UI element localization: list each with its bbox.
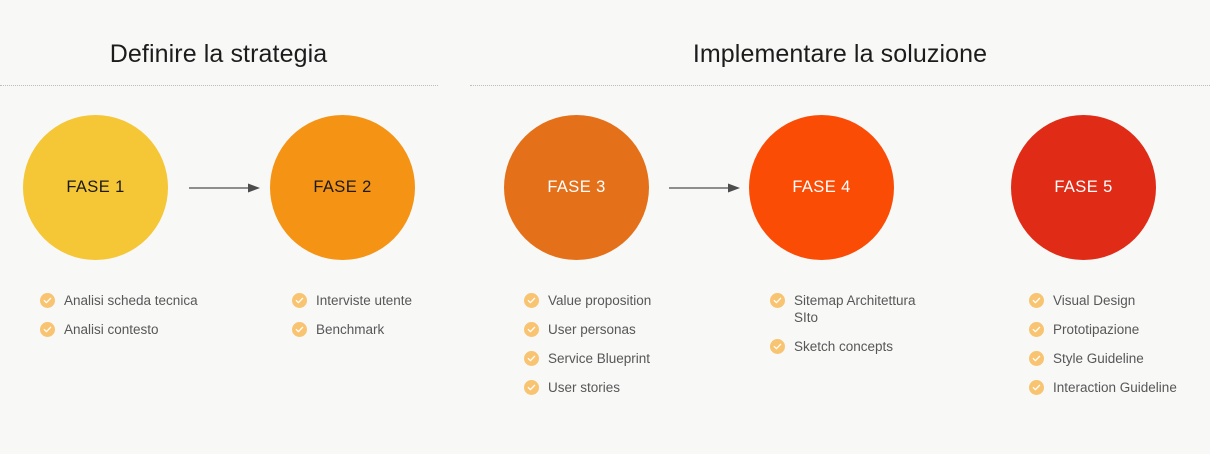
task-item: Analisi contesto [40,321,255,338]
check-icon [524,293,539,308]
task-item: User stories [524,379,739,396]
task-label: Prototipazione [1053,322,1140,337]
check-icon [292,322,307,337]
section-divider-right [470,85,1210,87]
section-title-define-strategy: Definire la strategia [109,40,328,68]
check-icon [1029,380,1044,395]
task-label: Interviste utente [316,293,413,308]
phase-circle-label: FASE 2 [313,178,372,196]
check-icon [40,293,55,308]
phase-circle-fase-2[interactable]: FASE 2 [270,115,415,260]
check-icon [770,293,785,308]
phase-circle-label: FASE 4 [792,178,851,196]
task-item: Prototipazione [1029,321,1210,338]
task-label: Analisi contesto [64,322,159,337]
section-divider-left [0,85,438,87]
task-label: Visual Design [1053,293,1136,308]
phase-circle-label: FASE 5 [1054,178,1113,196]
task-item: Sitemap Architettura SIto [770,292,985,326]
task-label: Value proposition [548,293,652,308]
task-item: Value proposition [524,292,739,309]
task-label: Interaction Guideline [1053,380,1177,395]
task-item: User personas [524,321,739,338]
phase-circle-fase-1[interactable]: FASE 1 [23,115,168,260]
check-icon [524,322,539,337]
task-label: Service Blueprint [548,351,651,366]
check-icon [1029,351,1044,366]
check-icon [292,293,307,308]
task-label: Sitemap Architettura SIto [794,293,916,325]
task-item: Interaction Guideline [1029,379,1210,396]
arrow-phase1-to-phase2 [189,183,260,193]
task-label: User stories [548,380,621,395]
check-icon [770,339,785,354]
phase-circle-fase-4[interactable]: FASE 4 [749,115,894,260]
task-item: Style Guideline [1029,350,1210,367]
phase-circle-fase-5[interactable]: FASE 5 [1011,115,1156,260]
check-icon [1029,322,1044,337]
check-icon [524,351,539,366]
check-icon [1029,293,1044,308]
task-item: Benchmark [292,321,507,338]
task-label: User personas [548,322,636,337]
task-item: Interviste utente [292,292,507,309]
task-label: Benchmark [316,322,385,337]
check-icon [40,322,55,337]
arrow-phase3-to-phase4 [669,183,740,193]
task-label: Analisi scheda tecnica [64,293,198,308]
phase-circle-label: FASE 3 [547,178,606,196]
task-item: Sketch concepts [770,338,985,355]
task-label: Sketch concepts [794,339,894,354]
task-item: Service Blueprint [524,350,739,367]
task-item: Analisi scheda tecnica [40,292,255,309]
section-title-implement-solution: Implementare la soluzione [692,40,988,68]
check-icon [524,380,539,395]
phase-circle-fase-3[interactable]: FASE 3 [504,115,649,260]
task-label: Style Guideline [1053,351,1144,366]
phase-circle-label: FASE 1 [66,178,125,196]
task-item: Visual Design [1029,292,1210,309]
